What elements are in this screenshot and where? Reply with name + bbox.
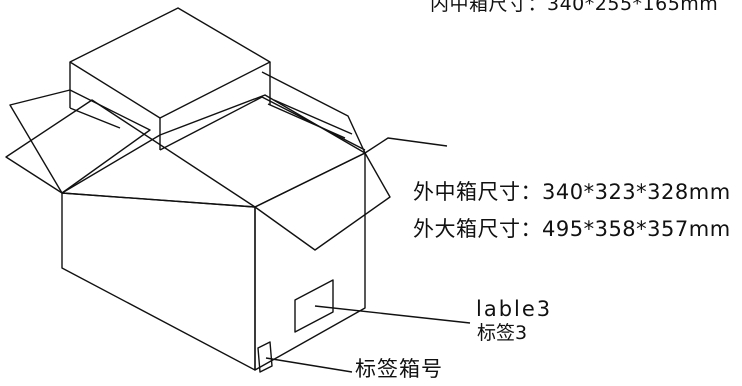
label3-leader-line xyxy=(314,305,471,324)
inner-box xyxy=(69,7,271,150)
inner-box-size-label: 内中箱尺寸：340*255*165mm xyxy=(430,0,719,15)
box-number-leader-line xyxy=(265,357,353,373)
front-flap xyxy=(5,99,256,208)
outer-large-box-size-label: 外大箱尺寸：495*358*357mm xyxy=(413,217,731,241)
inner-contents xyxy=(159,96,366,151)
label3-en-text: lable3 xyxy=(476,297,553,321)
back-flap xyxy=(261,71,366,154)
right-flap xyxy=(254,152,391,251)
box-number-label-rect xyxy=(257,341,273,373)
outer-box-body xyxy=(61,152,366,371)
label3-rect xyxy=(294,279,334,333)
box-number-label-text: 标签箱号 xyxy=(355,357,443,381)
outer-middle-box-size-label: 外中箱尺寸：340*323*328mm xyxy=(413,180,731,204)
label3-cn-text: 标签3 xyxy=(477,322,528,344)
left-flap xyxy=(9,89,151,194)
